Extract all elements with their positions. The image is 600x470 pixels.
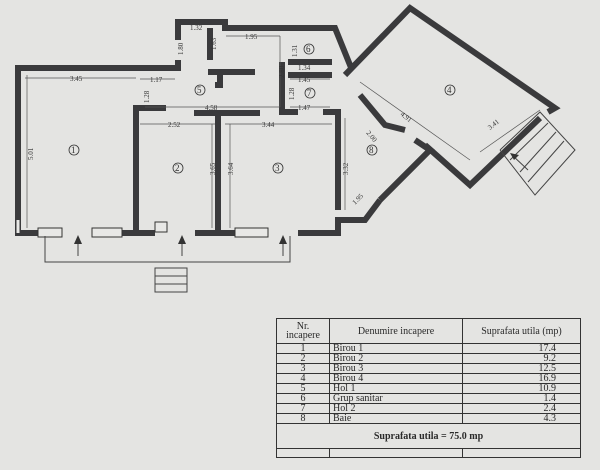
room-number-1: 1 [71, 145, 76, 155]
dim-label: 1.95 [245, 33, 258, 41]
dim-label: 3.32 [342, 162, 350, 175]
cell-area: 2.4 [462, 403, 581, 414]
dim-label: 1.63 [210, 37, 218, 50]
dim-label: 1.95 [351, 192, 366, 207]
cell-name: Baie [329, 413, 463, 424]
header-nr: Nr. incapere [276, 318, 330, 344]
empty-cell [276, 448, 330, 458]
exterior [44, 111, 576, 293]
empty-cell [462, 448, 581, 458]
table-total-row: Suprafata utila = 75.0 mp [276, 423, 581, 449]
cell-name: Grup sanitar [329, 393, 463, 404]
room-number-6: 6 [306, 44, 311, 54]
cell-nr: 5 [276, 383, 330, 394]
cell-area: 1.4 [462, 393, 581, 404]
walls [15, 4, 561, 236]
dim-label: 1.31 [291, 44, 299, 57]
dim-label: 3.65 [209, 162, 217, 175]
dim-label: 3.45 [70, 75, 83, 83]
header-name: Denumire incapere [329, 318, 463, 344]
cell-name: Hol 2 [329, 403, 463, 414]
table-header: Nr. incapere Denumire incapere Suprafata… [276, 318, 581, 344]
dim-label: 1.80 [177, 42, 185, 55]
dimension-lines [25, 35, 541, 228]
windows [37, 221, 269, 238]
room-number-5: 5 [197, 85, 202, 95]
cell-area: 10.9 [462, 383, 581, 394]
room-number-7: 7 [307, 88, 312, 98]
dim-label: 5.01 [27, 147, 35, 160]
cell-area: 17.4 [462, 343, 581, 354]
cell-name: Birou 4 [329, 373, 463, 384]
dim-label: 1.28 [143, 90, 151, 103]
dim-label: 3.41 [486, 117, 501, 131]
cell-nr: 3 [276, 363, 330, 374]
dimension-labels: 3.45 1.17 1.32 1.80 1.63 1.95 1.31 1.34 … [27, 24, 501, 206]
room-area-table: Nr. incapere Denumire incapere Suprafata… [276, 318, 581, 458]
cell-area: 9.2 [462, 353, 581, 364]
dim-label: 4.91 [399, 110, 414, 124]
cell-name: Birou 2 [329, 353, 463, 364]
dim-label: 1.17 [150, 76, 163, 84]
dim-label: 2.00 [364, 129, 378, 144]
dim-label: 1.28 [288, 87, 296, 100]
dim-label: 1.47 [298, 104, 311, 112]
cell-nr: 2 [276, 353, 330, 364]
cell-name: Birou 1 [329, 343, 463, 354]
room-number-8: 8 [369, 145, 374, 155]
dim-label: 3.44 [262, 121, 275, 129]
cell-name: Hol 1 [329, 383, 463, 394]
room-number-2: 2 [175, 163, 180, 173]
empty-cell [329, 448, 463, 458]
cell-area: 16.9 [462, 373, 581, 384]
entrance-arrows [74, 153, 529, 256]
dim-label: 1.45 [298, 76, 311, 84]
cell-area: 4.3 [462, 413, 581, 424]
cell-nr: 6 [276, 393, 330, 404]
dim-label: 1.34 [298, 64, 311, 72]
cell-name: Birou 3 [329, 363, 463, 374]
table-extra-row [276, 448, 581, 458]
header-area: Suprafata utila (mp) [462, 318, 581, 344]
dim-label: 2.52 [168, 121, 181, 129]
dim-label: 2.80 [278, 65, 286, 78]
dim-label: 4.58 [205, 104, 218, 112]
cell-nr: 4 [276, 373, 330, 384]
dim-label: 3.64 [227, 162, 235, 175]
cell-area: 12.5 [462, 363, 581, 374]
dim-label: 1.32 [190, 24, 203, 32]
room-number-3: 3 [275, 163, 280, 173]
room-number-4: 4 [447, 85, 452, 95]
cell-nr: 1 [276, 343, 330, 354]
cell-nr: 8 [276, 413, 330, 424]
room-numbers: 1 2 3 4 5 6 7 8 [68, 43, 456, 174]
total-area: Suprafata utila = 75.0 mp [276, 423, 581, 449]
cell-nr: 7 [276, 403, 330, 414]
